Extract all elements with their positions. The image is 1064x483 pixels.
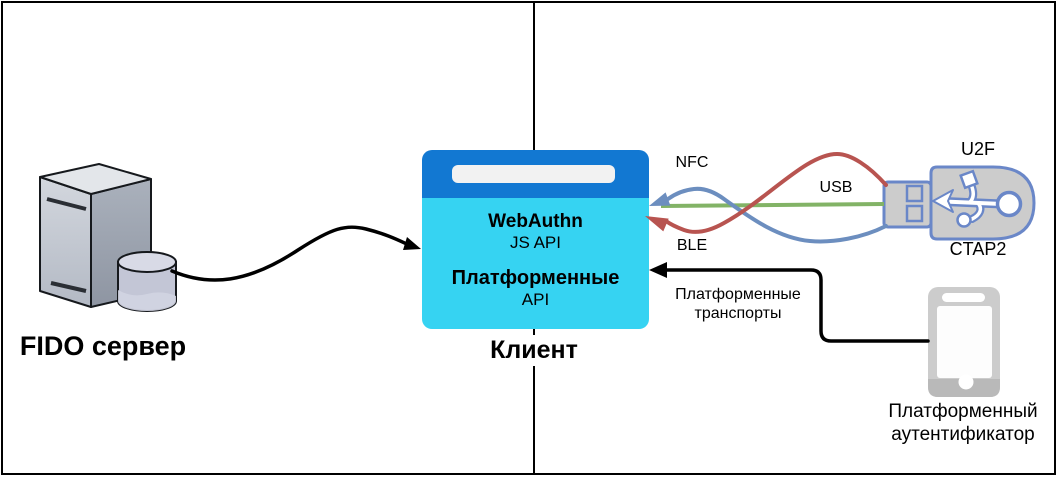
nfc-label: NFC xyxy=(675,154,709,171)
webauthn-api-block: WebAuthn JS API xyxy=(488,211,583,253)
phone-icon xyxy=(928,287,1000,397)
platform-api-block: Платформенные API xyxy=(452,268,620,310)
platform-transports-label-line1: Платформенные xyxy=(675,286,801,303)
usb-label: USB xyxy=(819,179,853,196)
client-browser-box: WebAuthn JS API Платформенные API xyxy=(422,150,649,329)
ctap2-label: CTAP2 xyxy=(949,239,1007,259)
platform-authenticator-label-line2: аутентификатор xyxy=(891,424,1035,445)
outer-border xyxy=(1,1,1056,475)
platform-authenticator-label: Платформенный аутентификатор xyxy=(858,400,1064,446)
platform-authenticator-label-line1: Платформенный xyxy=(888,401,1038,422)
server-icon xyxy=(39,163,177,312)
browser-address-bar xyxy=(452,165,615,183)
browser-header-bar xyxy=(422,150,649,198)
platform-transports-label-line2: транспорты xyxy=(694,305,782,322)
platform-api-subtitle: API xyxy=(521,290,550,309)
platform-transports-label: Платформенные транспорты xyxy=(655,285,821,323)
usb-trident-glyph xyxy=(932,169,1023,228)
client-apis-area: WebAuthn JS API Платформенные API xyxy=(422,198,649,329)
webauthn-subtitle: JS API xyxy=(509,233,561,252)
usb-key-icon xyxy=(882,165,1036,241)
fido-server-label: FIDO сервер xyxy=(19,331,187,361)
ble-label: BLE xyxy=(676,237,708,254)
client-label: Клиент xyxy=(474,335,594,366)
u2f-label: U2F xyxy=(960,139,995,159)
webauthn-title: WebAuthn xyxy=(488,211,583,232)
platform-api-title: Платформенные xyxy=(451,267,620,289)
